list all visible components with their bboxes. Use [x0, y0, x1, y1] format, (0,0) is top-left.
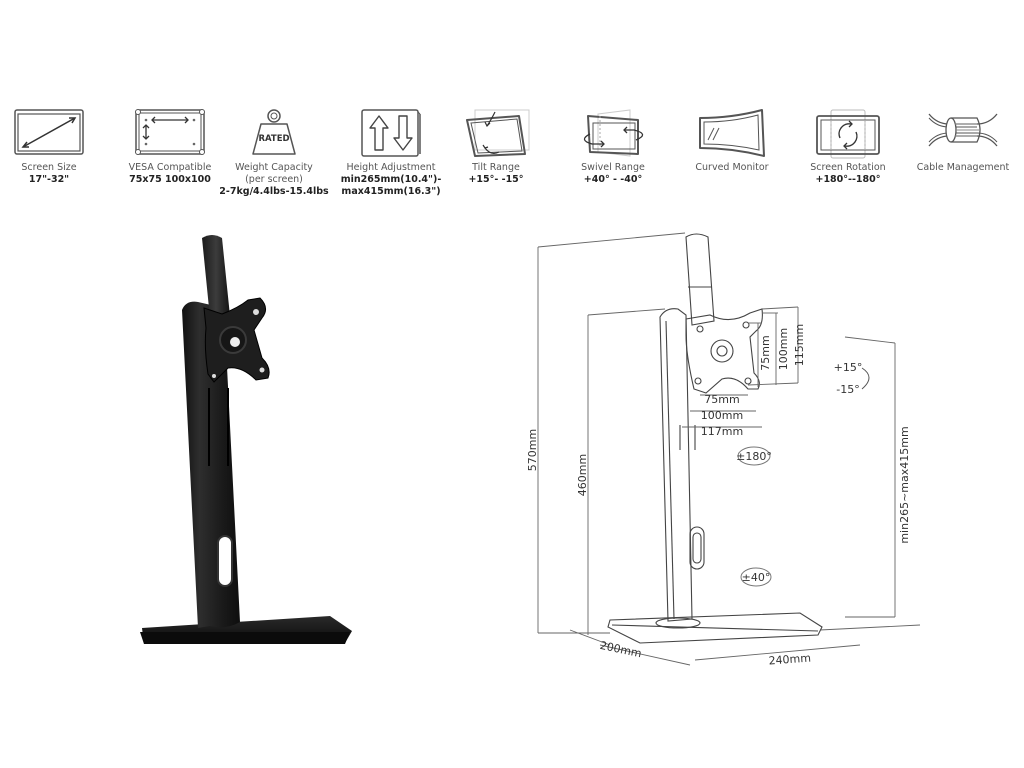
dim-total-height: 570mm	[526, 429, 539, 471]
dim-vesa-v75: 75mm	[759, 335, 772, 370]
feature-swivel: Swivel Range +40° - -40°	[558, 108, 668, 186]
dim-plate-v: 115mm	[793, 324, 806, 366]
feature-tilt: Tilt Range +15°- -15°	[441, 108, 551, 186]
stand-arm	[202, 235, 230, 321]
swivel-arc-icon	[740, 567, 772, 587]
dim-adjust-range: min265~max415mm	[898, 426, 911, 543]
feature-cable: Cable Management	[908, 108, 1018, 174]
feature-vesa: VESA Compatible 75x75 100x100	[115, 108, 225, 186]
feature-curved: Curved Monitor	[677, 108, 787, 174]
feature-label: Weight Capacity	[235, 162, 313, 173]
feature-value: +180°--180°	[815, 174, 881, 185]
technical-drawing: 570mm 460mm min265~max415mm 75mm 100mm 1…	[500, 225, 930, 675]
swivel-label: ±40°	[742, 571, 771, 584]
curved-monitor-icon	[677, 108, 787, 160]
drawing-stand	[607, 233, 823, 644]
tilt-down-label: -15°	[836, 383, 859, 396]
feature-row: Screen Size 17"-32"	[0, 108, 1024, 208]
product-photo	[130, 228, 370, 658]
feature-sublabel: (per screen)	[245, 174, 303, 185]
feature-label: Swivel Range	[581, 162, 645, 173]
feature-height: Height Adjustment min265mm(10.4")- max41…	[336, 108, 446, 198]
feature-label: Curved Monitor	[695, 162, 769, 173]
feature-value-2: max415mm(16.3")	[341, 186, 441, 197]
feature-value: 75x75 100x100	[129, 174, 211, 185]
rated-text: RATED	[258, 134, 289, 144]
vesa-pattern-icon	[115, 108, 225, 160]
feature-label: Height Adjustment	[346, 162, 436, 173]
swivel-icon	[558, 108, 668, 160]
cable-clip-icon	[908, 108, 1018, 160]
cable-hole	[217, 535, 233, 587]
tilt-icon	[441, 108, 551, 160]
feature-weight: RATED Weight Capacity (per screen) 2-7kg…	[219, 108, 329, 198]
dim-vesa-v100: 100mm	[777, 328, 790, 370]
rotation-label: ±180°	[736, 450, 772, 463]
feature-rotation: Screen Rotation +180°--180°	[793, 108, 903, 186]
up-down-arrows-icon	[336, 108, 446, 160]
feature-value: min265mm(10.4")-	[340, 174, 442, 185]
screen-diagonal-icon	[0, 108, 104, 160]
dim-plate-h: 117mm	[701, 425, 743, 438]
rotation-arc-icon	[737, 446, 771, 466]
feature-label: Screen Rotation	[810, 162, 886, 173]
dim-base-depth: 200mm	[599, 639, 643, 661]
rated-weight-icon: RATED	[219, 108, 329, 160]
dim-pole-height: 460mm	[576, 454, 589, 496]
tilt-up-label: +15°	[834, 361, 863, 374]
feature-screen-size: Screen Size 17"-32"	[0, 108, 104, 186]
feature-value: +15°- -15°	[468, 174, 524, 185]
dim-vesa-h75: 75mm	[704, 393, 739, 406]
feature-label: Cable Management	[916, 162, 1010, 173]
rotation-icon	[793, 108, 903, 160]
tilt-arc-icon	[861, 367, 870, 390]
feature-label: Tilt Range	[472, 162, 520, 173]
feature-value: 17"-32"	[28, 174, 70, 185]
dim-vesa-h100: 100mm	[701, 409, 743, 422]
dim-base-width: 240mm	[768, 652, 811, 668]
feature-value: 2-7kg/4.4lbs-15.4lbs	[219, 186, 329, 197]
feature-value: +40° - -40°	[583, 174, 643, 185]
feature-label: Screen Size	[21, 162, 77, 173]
feature-label: VESA Compatible	[128, 162, 212, 173]
